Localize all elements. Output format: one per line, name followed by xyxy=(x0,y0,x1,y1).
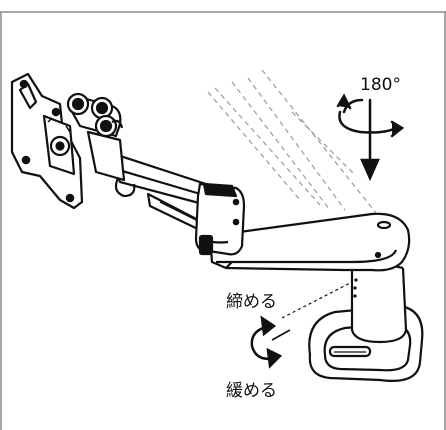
frame-border xyxy=(0,11,446,430)
rotation-arrow-icon xyxy=(336,93,405,182)
tilt-head xyxy=(66,92,126,182)
knob-axis-dashed-line xyxy=(281,281,353,319)
desk-clamp-base xyxy=(308,263,424,382)
elbow-joint xyxy=(194,182,246,256)
vesa-plate xyxy=(10,72,84,210)
tighten-loosen-arrow-icon xyxy=(250,315,283,369)
rotation-angle-label: 180° xyxy=(360,75,401,95)
loosen-label: 緩める xyxy=(226,381,277,401)
knob-pointer-line xyxy=(271,329,291,341)
cable-loop xyxy=(114,177,136,198)
tighten-label: 締める xyxy=(226,292,277,312)
lower-arm xyxy=(208,212,411,272)
rotation-ghost-arm xyxy=(207,69,381,219)
